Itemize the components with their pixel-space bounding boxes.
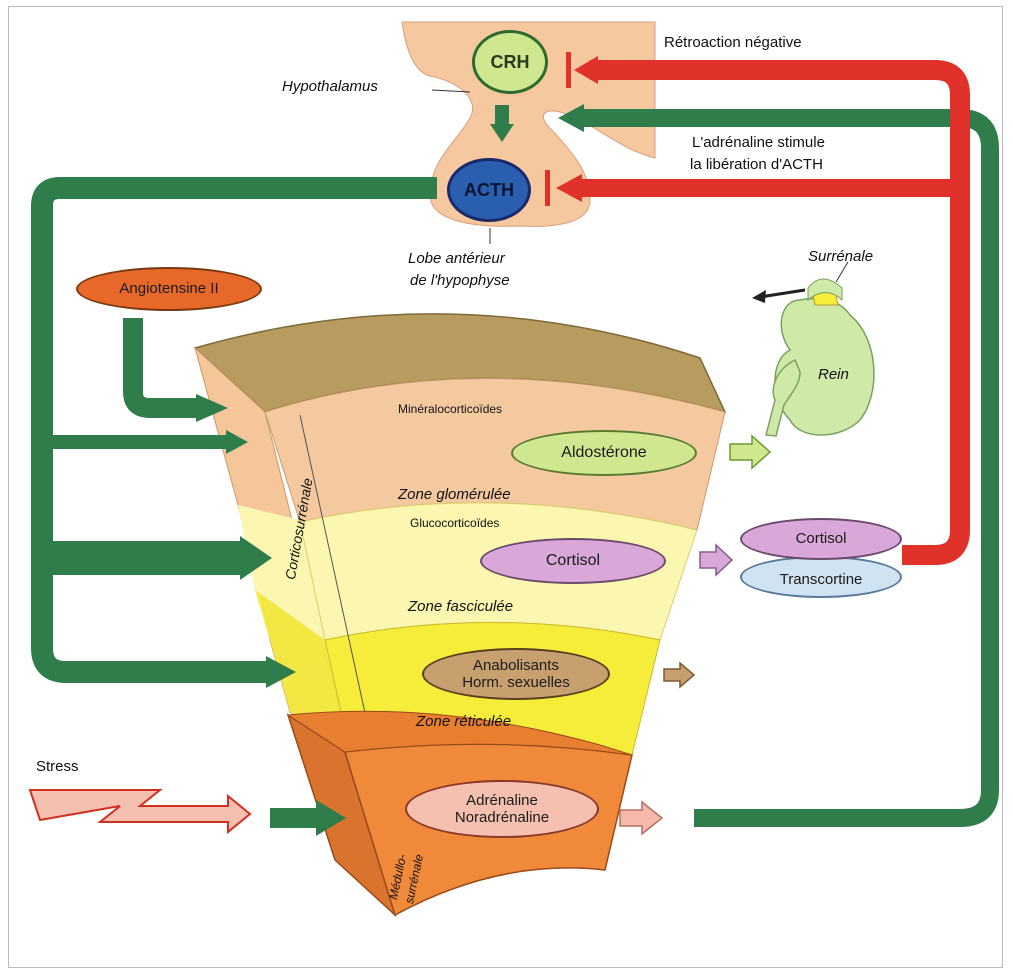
glucocorticoid-label: Glucocorticoïdes: [410, 516, 500, 530]
hypothalamus-label: Hypothalamus: [282, 78, 378, 95]
plasma-cortisol-node: Cortisol: [740, 518, 902, 560]
catecholamine-node: Adrénaline Noradrénaline: [405, 780, 599, 838]
zone-reticularis-label: Zone réticulée: [416, 713, 512, 730]
kidney-drawing: [752, 261, 875, 437]
negative-feedback-label: Rétroaction négative: [664, 34, 802, 51]
catecholamine-line1: Adrénaline: [466, 791, 538, 809]
zone-glomerulosa-label: Zone glomérulée: [398, 486, 511, 503]
adrenaline-feedback-line1: L'adrénaline stimule: [692, 134, 825, 151]
pituitary-label-line1: Lobe antérieur: [408, 250, 505, 267]
angiotensin-node: Angiotensine II: [76, 267, 262, 311]
red-arrowheads: [545, 52, 598, 206]
pituitary-label-line2: de l'hypophyse: [410, 272, 510, 289]
red-feedback: [572, 60, 970, 565]
transcortin-node: Transcortine: [740, 556, 902, 598]
catecholamine-line2: Noradrénaline: [454, 809, 550, 826]
adrenal-label: Surrénale: [808, 248, 874, 265]
green-pathways: [31, 105, 999, 828]
kidney-label: Rein: [818, 366, 849, 383]
green-arrowheads: [196, 104, 584, 836]
acth-node: ACTH: [447, 158, 531, 222]
androgen-node: Anabolisants Horm. sexuelles: [422, 648, 610, 700]
zone-fasciculata-label: Zone fasciculée: [408, 598, 514, 615]
stress-bolt-icon: [28, 789, 252, 835]
cortisol-node: Cortisol: [480, 538, 666, 584]
androgen-line1: Anabolisants: [473, 656, 559, 674]
crh-node: CRH: [472, 30, 548, 94]
stress-label: Stress: [36, 758, 79, 775]
figure-frame: [8, 6, 1003, 968]
androgen-line2: Horm. sexuelles: [462, 674, 570, 691]
adrenaline-feedback-line2: la libération d'ACTH: [690, 156, 823, 173]
aldosterone-node: Aldostérone: [511, 430, 697, 476]
mineralocorticoid-label: Minéralocorticoïdes: [398, 402, 503, 416]
product-arrows: [619, 434, 772, 836]
